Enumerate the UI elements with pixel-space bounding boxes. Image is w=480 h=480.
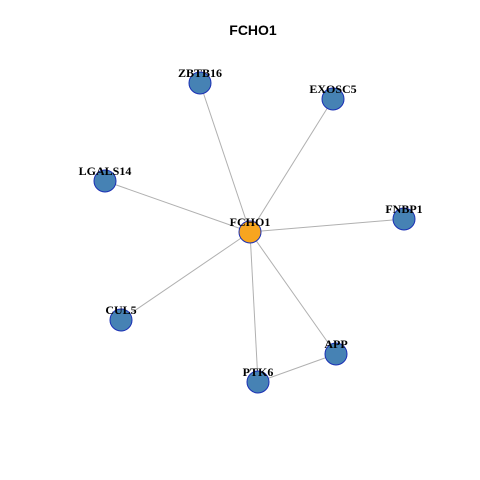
edge-app-ptk6 [257,353,337,383]
edge-fcho1-exosc5 [249,98,334,233]
node-exosc5[interactable] [321,87,345,111]
edge-fcho1-zbtb16 [199,82,251,233]
node-cul5[interactable] [109,308,133,332]
node-label-fcho1: FCHO1 [230,215,271,229]
node-ptk6[interactable] [246,370,270,394]
node-label-fnbp1: FNBP1 [385,202,422,216]
edge-fcho1-cul5 [120,231,251,321]
edge-layer [104,82,405,383]
node-label-cul5: CUL5 [105,303,136,317]
node-fnbp1[interactable] [392,207,416,231]
node-label-exosc5: EXOSC5 [309,82,356,96]
node-label-app: APP [324,337,347,351]
node-label-zbtb16: ZBTB16 [178,66,222,80]
node-app[interactable] [324,342,348,366]
edge-fcho1-lgals14 [104,180,251,233]
node-lgals14[interactable] [93,169,117,193]
node-zbtb16[interactable] [188,71,212,95]
edge-fcho1-fnbp1 [249,218,405,233]
node-label-ptk6: PTK6 [243,365,274,379]
edge-fcho1-app [249,231,337,355]
node-layer [93,71,416,394]
graph-title: FCHO1 [229,22,277,38]
edge-fcho1-ptk6 [249,231,259,383]
node-fcho1[interactable] [238,220,262,244]
node-label-lgals14: LGALS14 [79,164,132,178]
